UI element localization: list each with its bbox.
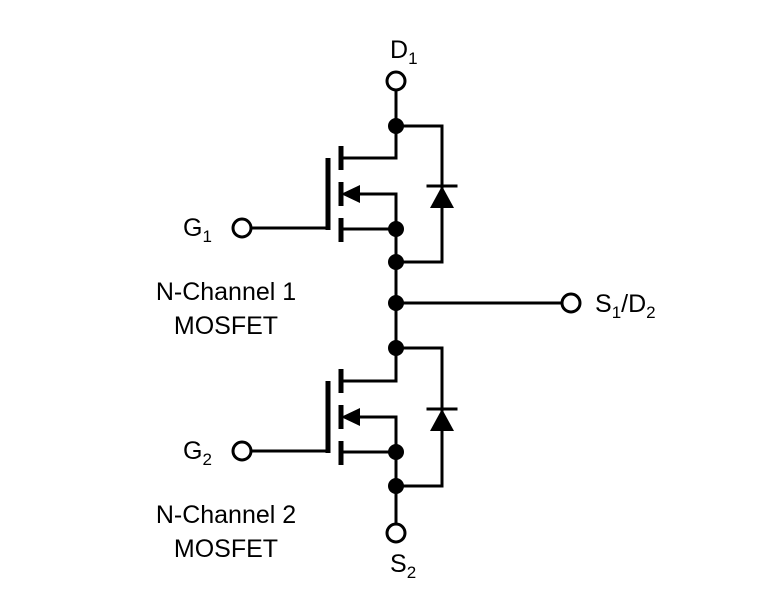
upper-body-arrow: [341, 185, 360, 203]
lower-diode-junction: [388, 478, 404, 494]
lower-diode-loop: [394, 346, 444, 488]
lower-source-junction: [388, 444, 404, 460]
s1d2-terminal[interactable]: [560, 292, 582, 314]
g1-label: G1: [183, 214, 212, 246]
midpoint-node: [388, 260, 564, 350]
lower-drain-junction: [388, 340, 404, 356]
s2-label: S2: [390, 550, 416, 582]
lower-diode-triangle: [430, 409, 454, 431]
upper-source-junction: [388, 221, 404, 237]
g2-label: G2: [183, 437, 212, 469]
upper-device-label-line2: MOSFET: [174, 312, 278, 340]
d1-label: D1: [390, 36, 418, 68]
lower-body-arrow: [341, 408, 360, 426]
upper-diode-triangle: [430, 186, 454, 208]
lower-device-label-line1: N-Channel 2: [156, 501, 296, 529]
upper-drain-wire: [339, 124, 398, 160]
g1-terminal[interactable]: [231, 217, 253, 239]
lower-drain-wire: [339, 346, 398, 383]
upper-mosfet: [250, 88, 458, 270]
upper-drain-junction: [388, 118, 404, 134]
upper-device-label-line1: N-Channel 1: [156, 278, 296, 306]
d1-terminal[interactable]: [385, 70, 407, 92]
midpoint-junction: [388, 295, 404, 311]
upper-diode-loop: [394, 124, 444, 264]
lower-device-label-line2: MOSFET: [174, 535, 278, 563]
s2-terminal[interactable]: [385, 522, 407, 544]
lower-mosfet: [250, 340, 458, 526]
g2-terminal[interactable]: [231, 440, 253, 462]
s1d2-label: S1/D2: [595, 290, 656, 322]
